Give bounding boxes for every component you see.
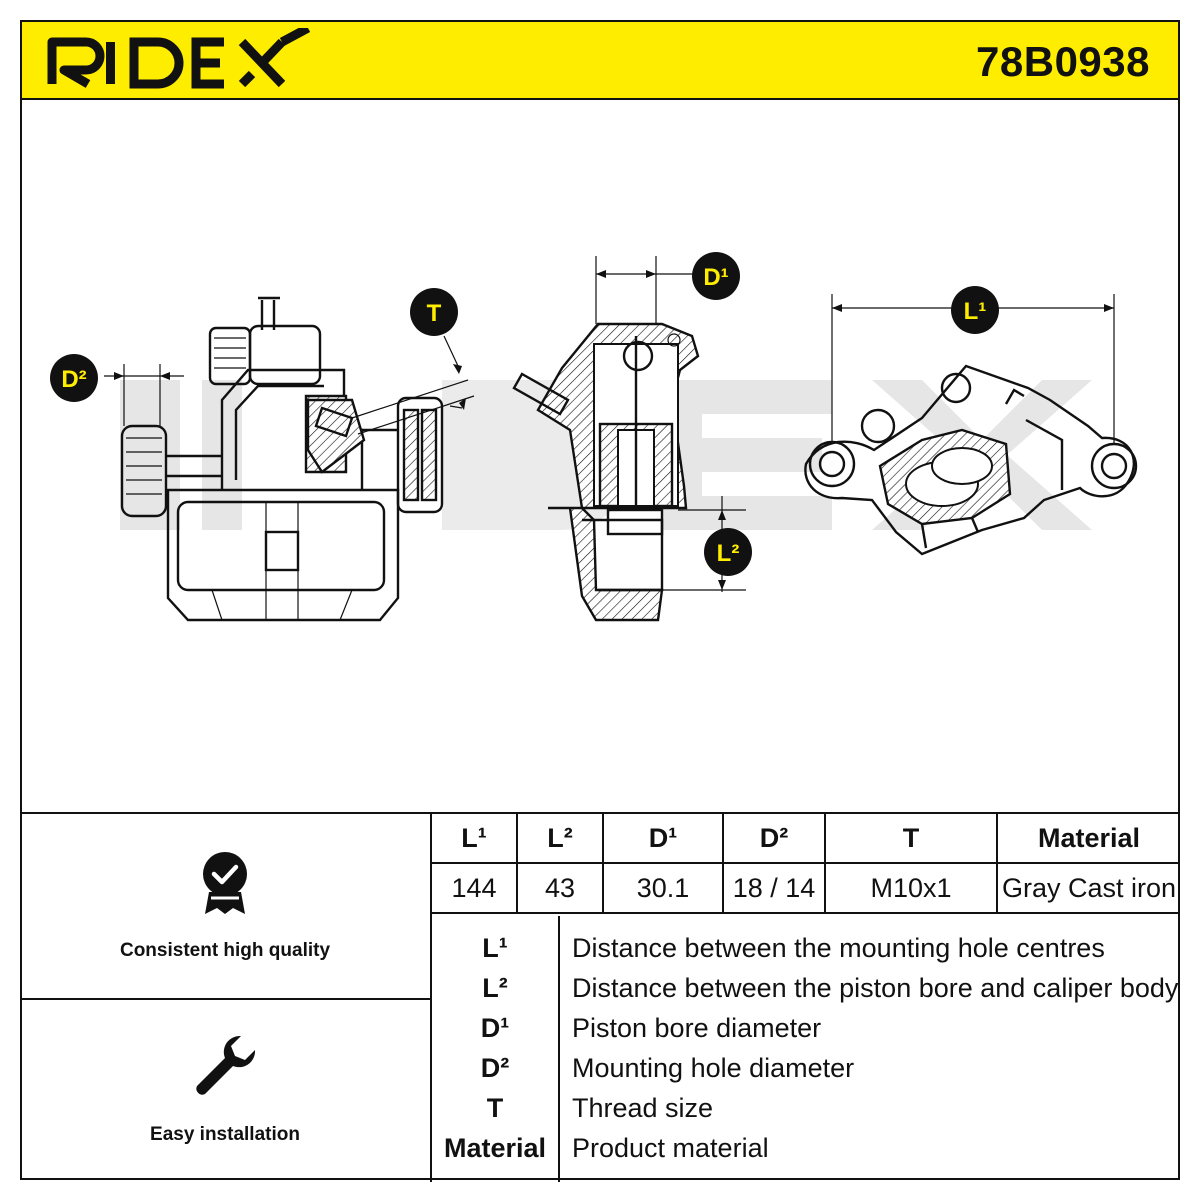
feature-installation-label: Easy installation <box>150 1124 300 1145</box>
header-bar: 78B0938 <box>20 20 1180 100</box>
l2-callout: L² <box>704 528 752 576</box>
spec-table: L¹ L² D¹ D² T Material 144 43 30.1 18 / … <box>432 814 1180 914</box>
legend-desc: Distance between the mounting hole centr… <box>572 933 1105 963</box>
ridex-logo <box>47 28 311 89</box>
legend-key: T <box>486 1093 504 1123</box>
spec-value-material: Gray Cast iron <box>996 862 1180 914</box>
bottom-section: Consistent high quality Easy installatio… <box>20 812 1180 1182</box>
legend: L¹ Distance between the mounting hole ce… <box>432 916 1180 1182</box>
d2-callout: D² <box>50 354 98 402</box>
d2-callout-label: D² <box>61 366 86 393</box>
l1-callout: L¹ <box>951 286 999 334</box>
legend-key: Material <box>443 1133 547 1163</box>
legend-key: L² <box>482 973 508 1003</box>
legend-separator <box>558 916 560 1182</box>
legend-desc: Product material <box>572 1133 769 1163</box>
spec-value-l2: 43 <box>516 862 604 914</box>
legend-key: D¹ <box>480 1013 510 1043</box>
d1-callout: D¹ <box>692 252 740 300</box>
spec-header-t: T <box>824 814 998 864</box>
spec-value-d2: 18 / 14 <box>722 862 826 914</box>
caliper-section-view <box>512 322 700 622</box>
t-callout-label: T <box>427 300 442 327</box>
spec-value-l1: 144 <box>432 862 518 914</box>
d1-dimension <box>595 256 698 324</box>
wrench-icon <box>196 1035 256 1095</box>
spec-header-row: L¹ L² D¹ D² T Material <box>432 814 1180 864</box>
legend-desc: Piston bore diameter <box>572 1013 822 1043</box>
part-number: 78B0938 <box>976 38 1150 85</box>
spec-header-material: Material <box>996 814 1180 864</box>
legend-row: L¹ Distance between the mounting hole ce… <box>432 928 1180 968</box>
spec-header-l1: L¹ <box>432 814 518 864</box>
t-dimension <box>351 335 475 435</box>
d2-dimension <box>104 364 184 426</box>
t-callout: T <box>410 288 458 336</box>
spec-header-l2: L² <box>516 814 604 864</box>
feature-quality-label: Consistent high quality <box>119 940 331 961</box>
spec-value-row: 144 43 30.1 18 / 14 M10x1 Gray Cast iron <box>432 862 1180 914</box>
legend-desc: Mounting hole diameter <box>572 1053 855 1083</box>
quality-badge-icon <box>203 852 247 914</box>
spec-value-d1: 30.1 <box>602 862 724 914</box>
legend-key: D² <box>480 1053 510 1083</box>
legend-row: L² Distance between the piston bore and … <box>432 968 1180 1008</box>
legend-row: D¹ Piston bore diameter <box>432 1008 1180 1048</box>
caliper-iso-view <box>804 364 1138 556</box>
d1-callout-label: D¹ <box>703 264 728 291</box>
section-divider <box>430 814 432 1182</box>
caliper-front-view <box>120 296 444 622</box>
spec-header-d2: D² <box>722 814 826 864</box>
spec-header-d1: D¹ <box>602 814 724 864</box>
legend-row: T Thread size <box>432 1088 1180 1128</box>
feature-installation <box>20 1032 430 1105</box>
legend-desc: Distance between the piston bore and cal… <box>572 973 1179 1003</box>
l1-callout-label: L¹ <box>964 298 987 325</box>
legend-row: D² Mounting hole diameter <box>432 1048 1180 1088</box>
l2-callout-label: L² <box>717 540 740 567</box>
feature-divider <box>20 998 430 1000</box>
legend-desc: Thread size <box>572 1093 714 1123</box>
legend-key: L¹ <box>482 933 508 963</box>
feature-quality <box>20 850 430 921</box>
spec-value-t: M10x1 <box>824 862 998 914</box>
legend-row: Material Product material <box>432 1128 1180 1168</box>
caliper-drawing: D² T D¹ L² <box>50 252 1138 622</box>
